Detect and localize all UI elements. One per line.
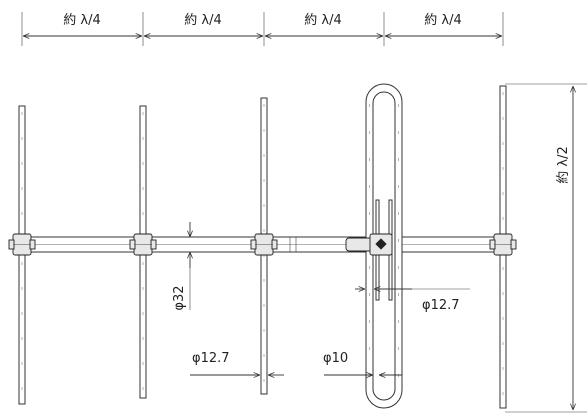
element-1 <box>8 105 36 405</box>
folded-dipole <box>345 83 403 409</box>
dipole-diameter-dimension: φ12.7 <box>355 289 470 313</box>
element-3 <box>250 97 278 395</box>
boom-diameter-dimension: φ32 <box>172 222 190 311</box>
spacing-label-4: 約 λ/4 <box>424 13 461 28</box>
element-clamp <box>129 233 157 256</box>
element-diameter-label: φ12.7 <box>192 351 230 366</box>
dipole-diameter-label: φ12.7 <box>422 298 460 313</box>
element-length-dimension: 約 λ/2 <box>505 83 587 413</box>
spacing-label-3: 約 λ/4 <box>304 13 341 28</box>
feed-tube-diameter-dimension: φ10 <box>323 351 402 375</box>
element-diameter-dimension: φ12.7 <box>190 351 284 375</box>
boom-diameter-label: φ32 <box>172 285 187 310</box>
spacing-label-2: 約 λ/4 <box>184 13 221 28</box>
element-length-label: 約 λ/2 <box>556 146 571 183</box>
spacing-dimension: 約 λ/4 約 λ/4 約 λ/4 約 λ/4 <box>21 12 504 46</box>
element-2 <box>129 105 157 399</box>
element-5 <box>489 85 517 409</box>
element-clamp <box>250 233 278 256</box>
element-clamp <box>8 233 36 256</box>
spacing-label-1: 約 λ/4 <box>63 13 100 28</box>
element-clamp <box>489 233 517 256</box>
feed-tube-diameter-label: φ10 <box>323 351 348 366</box>
